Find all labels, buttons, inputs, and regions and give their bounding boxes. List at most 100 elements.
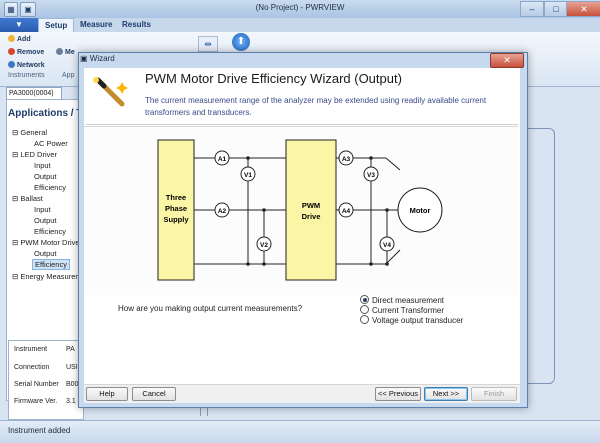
tab-results[interactable]: Results: [122, 20, 151, 29]
info-label: Connection: [14, 364, 50, 371]
option-voltage-transducer[interactable]: Voltage output transducer: [360, 315, 463, 325]
ribbon-button-label: Me: [65, 49, 75, 56]
status-text: Instrument added: [8, 426, 71, 435]
tree-item-pwm-efficiency[interactable]: Efficiency: [32, 259, 70, 270]
tree-item-ballast[interactable]: ⊟ Ballast: [12, 194, 43, 203]
tree-item-pwm-output[interactable]: Output: [34, 249, 57, 258]
supply-block: [157, 139, 195, 281]
drive-block: [285, 139, 337, 281]
option-label: Direct measurement: [372, 296, 445, 305]
remove-label: Remove: [17, 49, 45, 56]
wizard-description: The current measurement range of the ana…: [145, 96, 487, 117]
tree-selected-label: Efficiency: [32, 259, 70, 270]
tree-expander-icon: ⊟: [12, 238, 21, 247]
right-panel-frame: [522, 128, 555, 384]
supply-label-line3: Supply: [163, 215, 189, 224]
remove-icon: [8, 48, 15, 55]
motor-label: Motor: [410, 206, 431, 215]
meter-a3: A3: [342, 156, 351, 163]
option-direct-measurement[interactable]: Direct measurement: [360, 295, 444, 305]
radio-icon: [360, 315, 369, 324]
tab-measure[interactable]: Measure: [80, 20, 113, 29]
wizard-title-label: Wizard: [89, 54, 115, 63]
close-button[interactable]: ✕: [566, 1, 600, 17]
network-label: Network: [17, 62, 45, 69]
cancel-button[interactable]: Cancel: [132, 387, 176, 401]
tree-expander-icon: ⊟: [12, 150, 21, 159]
add-label: Add: [17, 36, 31, 43]
align-icon[interactable]: ⇹: [198, 36, 218, 52]
supply-label-line1: Three: [166, 193, 186, 202]
minimize-button[interactable]: –: [520, 1, 544, 17]
tree-label: LED Driver: [20, 150, 58, 159]
upload-icon[interactable]: ⬆: [232, 33, 250, 51]
tree-item-ballast-efficiency[interactable]: Efficiency: [34, 227, 66, 236]
tree-item-led-input[interactable]: Input: [34, 161, 51, 170]
tree-item-ballast-input[interactable]: Input: [34, 205, 51, 214]
next-button[interactable]: Next >>: [424, 387, 468, 401]
info-value: 3.1: [66, 398, 76, 405]
tree-expander-icon: ⊟: [12, 272, 21, 281]
drive-label-line1: PWM: [302, 201, 320, 210]
maximize-button[interactable]: □: [544, 1, 568, 17]
tree-item-energy[interactable]: ⊟ Energy Measureme: [12, 272, 86, 281]
supply-label-line2: Phase: [165, 204, 187, 213]
network-icon: [8, 61, 15, 68]
tree-item-led-driver[interactable]: ⊟ LED Driver: [12, 150, 57, 159]
applications-title: Applications / T: [8, 108, 83, 119]
save-icon[interactable]: ▣: [20, 2, 36, 17]
tree-label: General: [20, 128, 48, 137]
option-current-transformer[interactable]: Current Transformer: [360, 305, 444, 315]
meter-icon: [56, 48, 63, 55]
wand-icon: [93, 77, 128, 107]
wizard-heading: PWM Motor Drive Efficiency Wizard (Outpu…: [145, 71, 402, 86]
motor-symbol: [397, 187, 443, 233]
help-button[interactable]: Help: [86, 387, 128, 401]
tree-label: Energy Measureme: [20, 272, 86, 281]
group-label-apps: App: [62, 72, 75, 79]
option-label: Voltage output transducer: [372, 316, 464, 325]
option-label: Current Transformer: [372, 306, 445, 315]
tree-label: Ballast: [20, 194, 43, 203]
tree-item-ballast-output[interactable]: Output: [34, 216, 57, 225]
add-button[interactable]: Add: [8, 35, 31, 43]
info-value: USI: [66, 364, 78, 371]
info-label: Serial Number: [14, 381, 59, 388]
circuit-diagram: Three Phase Supply PWM Drive Motor A1 V1…: [157, 139, 443, 281]
splitter-handle[interactable]: [200, 408, 208, 416]
network-button[interactable]: Network: [8, 61, 45, 69]
info-label: Firmware Ver.: [14, 398, 58, 405]
tree-item-ac-power[interactable]: AC Power: [34, 139, 68, 148]
instrument-info-box: [8, 340, 84, 420]
ribbon-tabs: [0, 18, 600, 32]
group-label-instruments: Instruments: [8, 72, 45, 79]
meter-v3: V3: [367, 172, 375, 179]
wizard-close-button[interactable]: ✕: [490, 53, 524, 68]
tree-item-general[interactable]: ⊟ General: [12, 128, 47, 137]
tab-setup[interactable]: Setup: [38, 18, 75, 33]
meter-a2: A2: [218, 208, 227, 215]
info-value: B00: [66, 381, 79, 388]
measurement-question: How are you making output current measur…: [118, 304, 303, 313]
file-menu-tab[interactable]: ▼: [0, 18, 38, 32]
meter-v2: V2: [260, 242, 268, 249]
tree-item-pwm-motor-drive[interactable]: ⊟ PWM Motor Drive: [12, 238, 80, 247]
info-label: Instrument: [14, 346, 48, 353]
tree-label: PWM Motor Drive: [20, 238, 80, 247]
tree-item-led-output[interactable]: Output: [34, 172, 57, 181]
meter-v4: V4: [383, 242, 391, 249]
drive-label-line2: Drive: [302, 212, 321, 221]
app-menu-icon[interactable]: ▦: [4, 2, 18, 17]
previous-button[interactable]: << Previous: [375, 387, 421, 401]
ribbon-button-partial[interactable]: Me: [56, 48, 75, 56]
status-bar: [0, 420, 600, 443]
meter-v1: V1: [244, 172, 252, 179]
tree-expander-icon: ⊟: [12, 194, 21, 203]
tree-item-led-efficiency[interactable]: Efficiency: [34, 183, 66, 192]
radio-icon: [360, 305, 369, 314]
app-title: (No Project) - PWRVIEW: [255, 3, 345, 12]
finish-button: Finish: [471, 387, 517, 401]
wizard-title: ▣ Wizard: [80, 54, 115, 63]
remove-button[interactable]: Remove: [8, 48, 44, 56]
info-value: PA: [66, 346, 75, 353]
